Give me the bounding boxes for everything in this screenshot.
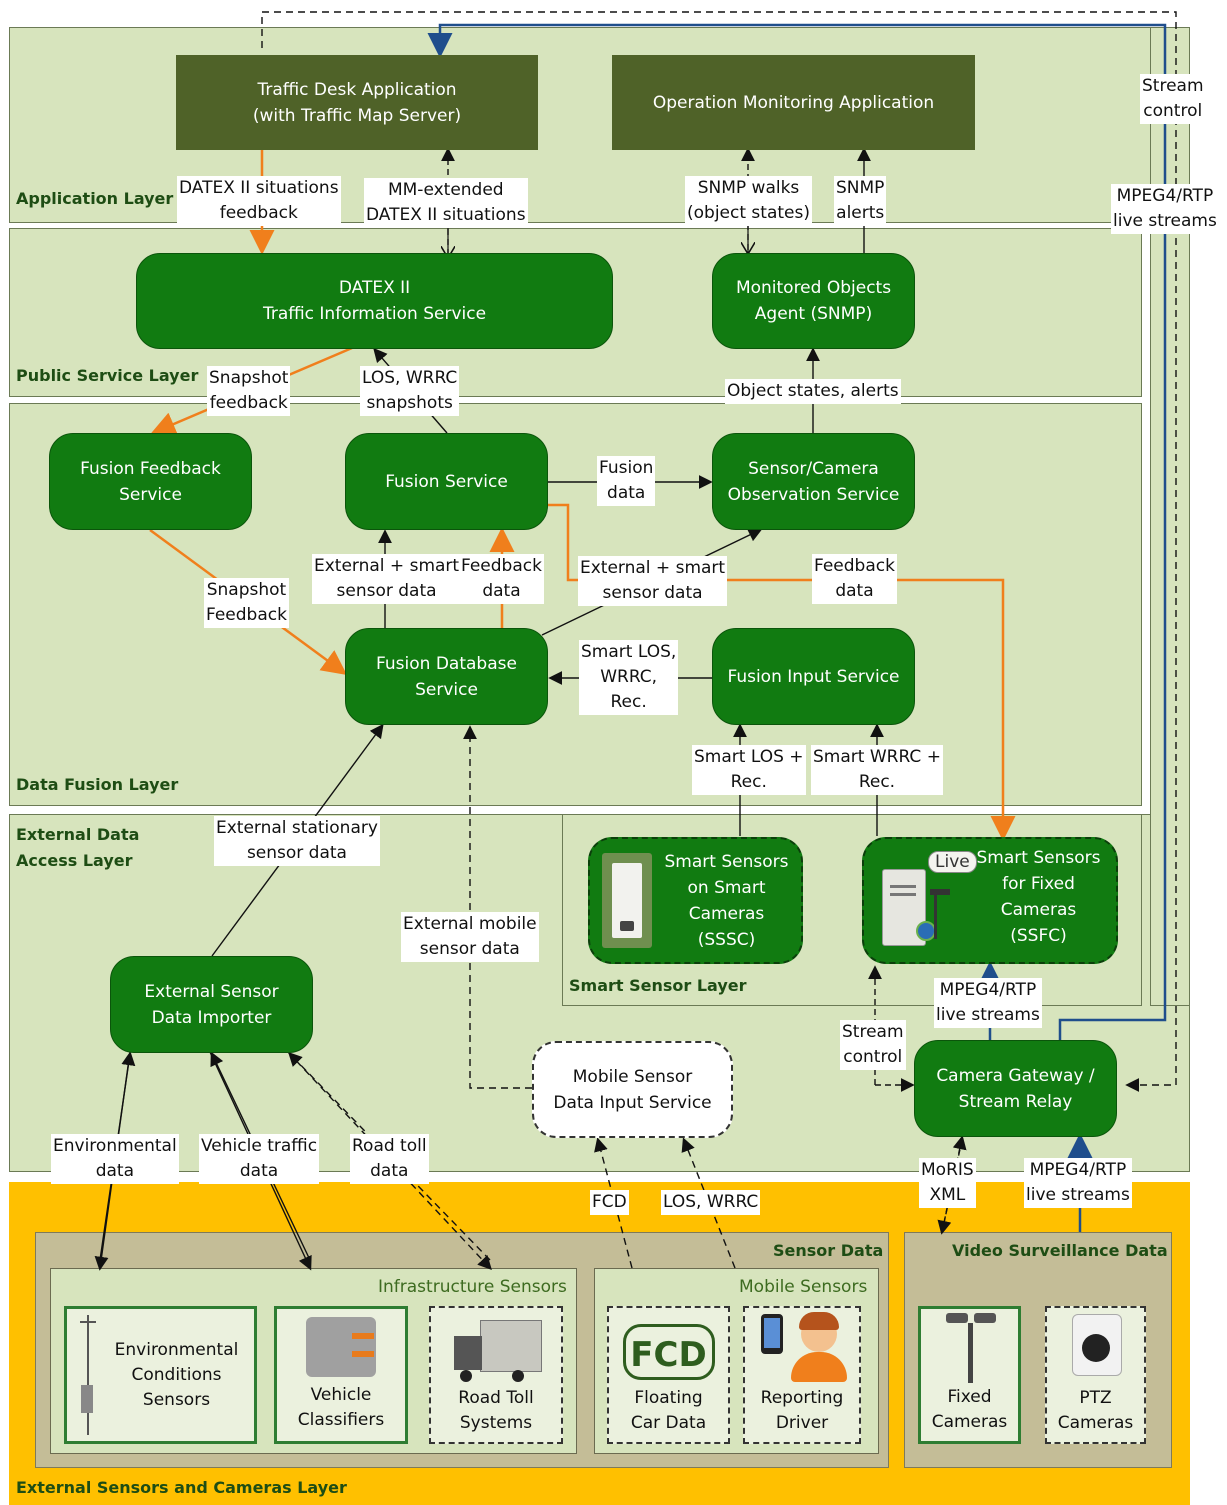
fusion-feedback-service[interactable]: Fusion Feedback Service <box>49 433 252 530</box>
reporting-driver[interactable]: Reporting Driver <box>743 1306 861 1444</box>
infrastructure-sensors-title: Infrastructure Sensors <box>378 1277 567 1297</box>
monitored-objects-agent[interactable]: Monitored Objects Agent (SNMP) <box>712 253 915 349</box>
vehicle-classifiers[interactable]: Vehicle Classifiers <box>274 1306 408 1444</box>
weather-mast-icon <box>77 1315 99 1435</box>
road-toll-systems[interactable]: Road Toll Systems <box>429 1306 563 1444</box>
label-los-wrrc-snapshots: LOS, WRRC snapshots <box>360 366 460 416</box>
label-fusion-data: Fusion data <box>597 456 656 506</box>
label-stream-control-mid: Stream control <box>840 1020 906 1070</box>
environmental-conditions-sensors[interactable]: Environmental Conditions Sensors <box>64 1306 257 1444</box>
floating-car-data[interactable]: FCD Floating Car Data <box>607 1306 730 1444</box>
operation-monitoring-application[interactable]: Operation Monitoring Application <box>612 55 975 150</box>
fcd-logo-icon: FCD <box>622 1324 715 1380</box>
external-sensor-data-importer[interactable]: External Sensor Data Importer <box>110 956 313 1053</box>
label-fcd: FCD <box>590 1190 629 1215</box>
camera-gateway-stream-relay[interactable]: Camera Gateway / Stream Relay <box>914 1040 1117 1137</box>
live-badge: Live <box>928 850 977 873</box>
fusion-input-service[interactable]: Fusion Input Service <box>712 628 915 725</box>
label-datex-feedback: DATEX II situations feedback <box>177 176 341 226</box>
env-sensors-label: Environmental Conditions Sensors <box>114 1339 239 1410</box>
ssfc-label: Smart Sensors for Fixed Cameras (SSFC) <box>976 847 1101 946</box>
label-external-smart-1: External + smart sensor data <box>312 554 462 604</box>
fixed-camera-icon <box>940 1309 1000 1383</box>
fixed-cameras-label: Fixed Cameras <box>931 1387 1008 1432</box>
label-moris-xml: MoRIS XML <box>919 1158 976 1208</box>
smart-sensor-layer-title: Smart Sensor Layer <box>569 976 747 995</box>
label-mpeg-bottom: MPEG4/RTP live streams <box>1024 1158 1132 1208</box>
public-service-layer-title: Public Service Layer <box>16 366 199 385</box>
vehicle-classifiers-label: Vehicle Classifiers <box>297 1385 385 1430</box>
label-external-stationary: External stationary sensor data <box>214 816 380 866</box>
application-layer-title: Application Layer <box>16 189 174 208</box>
floating-car-label: Floating Car Data <box>630 1388 707 1433</box>
label-stream-control-top: Stream control <box>1140 74 1206 124</box>
label-snmp-alerts: SNMP alerts <box>834 176 887 226</box>
label-vehicle-traffic-data: Vehicle traffic data <box>199 1134 320 1184</box>
label-smart-wrrc-rec: Smart WRRC + Rec. <box>811 745 943 795</box>
label-smart-los-rec: Smart LOS + Rec. <box>692 745 806 795</box>
label-snapshot-feedback: Snapshot feedback <box>207 366 291 416</box>
label-external-smart-2: External + smart sensor data <box>578 556 728 606</box>
mobile-sensor-data-input-service[interactable]: Mobile Sensor Data Input Service <box>532 1041 733 1138</box>
sensor-camera-observation-service[interactable]: Sensor/Camera Observation Service <box>712 433 915 530</box>
ptz-cameras[interactable]: PTZ Cameras <box>1045 1306 1146 1444</box>
ptz-camera-icon <box>1066 1310 1126 1384</box>
label-mpeg-top: MPEG4/RTP live streams <box>1111 184 1219 234</box>
external-data-access-layer-title: External Data Access Layer <box>16 825 140 870</box>
smart-camera-icon <box>602 853 652 948</box>
label-road-toll-data: Road toll data <box>350 1134 429 1184</box>
label-feedback-data-2: Feedback data <box>812 554 897 604</box>
server-icon: Live <box>876 850 977 951</box>
vehicle-classifier-icon <box>306 1317 376 1377</box>
smart-sensors-for-fixed-cameras[interactable]: Live Smart Sensors for Fixed Cameras (SS… <box>862 837 1118 964</box>
datex-traffic-information-service[interactable]: DATEX II Traffic Information Service <box>136 253 613 349</box>
road-toll-label: Road Toll Systems <box>458 1388 534 1433</box>
label-mm-datex: MM-extended DATEX II situations <box>364 178 528 228</box>
label-object-states: Object states, alerts <box>725 379 901 404</box>
label-mpeg-mid: MPEG4/RTP live streams <box>934 978 1042 1028</box>
fusion-service[interactable]: Fusion Service <box>345 433 548 530</box>
label-snmp-walks: SNMP walks (object states) <box>685 176 812 226</box>
truck-icon <box>452 1320 542 1382</box>
fixed-cameras[interactable]: Fixed Cameras <box>918 1306 1021 1444</box>
label-los-wrrc-bottom: LOS, WRRC <box>661 1190 761 1215</box>
label-external-mobile: External mobile sensor data <box>401 912 539 962</box>
sensor-data-title: Sensor Data <box>773 1241 884 1260</box>
external-sensors-layer-title: External Sensors and Cameras Layer <box>16 1478 347 1497</box>
sssc-label: Smart Sensors on Smart Cameras (SSSC) <box>664 851 789 950</box>
fusion-database-service[interactable]: Fusion Database Service <box>345 628 548 725</box>
data-fusion-layer-title: Data Fusion Layer <box>16 775 179 794</box>
ptz-cameras-label: PTZ Cameras <box>1057 1388 1134 1433</box>
traffic-desk-application[interactable]: Traffic Desk Application (with Traffic M… <box>176 55 538 150</box>
label-snapshot-feedback-2: Snapshot Feedback <box>204 578 289 628</box>
video-surveillance-title: Video Surveillance Data <box>952 1241 1168 1260</box>
reporting-driver-icon <box>757 1312 847 1382</box>
label-environmental-data: Environmental data <box>51 1134 179 1184</box>
smart-sensors-on-smart-cameras[interactable]: Smart Sensors on Smart Cameras (SSSC) <box>588 837 803 964</box>
mobile-sensors-title: Mobile Sensors <box>739 1277 868 1297</box>
label-feedback-data-1: Feedback data <box>459 554 544 604</box>
reporting-driver-label: Reporting Driver <box>760 1388 844 1433</box>
label-smart-los-wrrc: Smart LOS, WRRC, Rec. <box>579 640 679 715</box>
